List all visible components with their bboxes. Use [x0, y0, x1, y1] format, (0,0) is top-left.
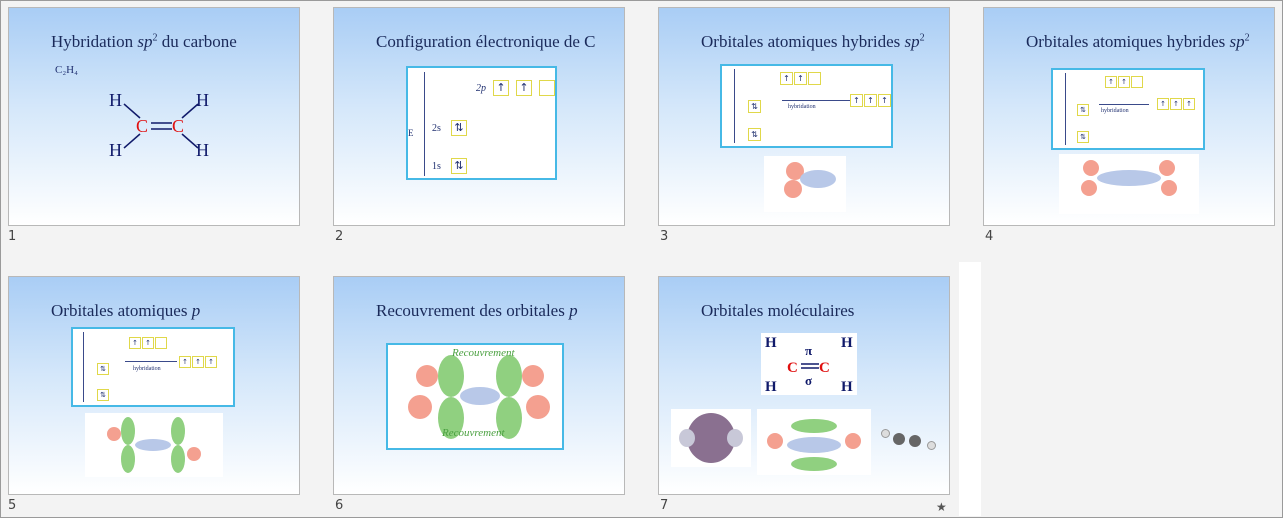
slide-number: 6	[335, 498, 344, 513]
overlap-diagram: Recouvrement Recouvrement	[386, 343, 564, 450]
atom-c: C	[136, 116, 148, 136]
slide-thumbnail-2[interactable]: Configuration électronique de C E 2p ↑↑ …	[333, 7, 625, 226]
slide-number: 3	[660, 229, 669, 244]
insertion-area	[959, 262, 981, 516]
orbital-image	[757, 409, 871, 475]
hybridation-label: hybridation	[1101, 108, 1129, 114]
slide-title: Orbitales atomiques hybrides sp2	[1026, 32, 1250, 51]
atom-h: H	[765, 379, 777, 395]
hybridation-label: hybridation	[133, 366, 161, 372]
energy-label: E	[408, 128, 414, 138]
level-2p: 2p	[476, 83, 486, 94]
electron-density-image	[671, 409, 751, 467]
slide-title: Orbitales atomiques p	[51, 301, 201, 320]
energy-diagram: E 2p ↑↑ 2s ⇅ 1s ⇅	[406, 66, 557, 180]
atom-h: H	[196, 90, 209, 110]
slide-title: Hybridation sp2 du carbone	[51, 32, 237, 51]
atom-c: C	[787, 360, 798, 376]
atom-h: H	[196, 140, 209, 160]
slide-title: Configuration électronique de C	[376, 32, 596, 51]
slide-number: 2	[335, 229, 344, 244]
atom-c: C	[819, 360, 830, 376]
sigma-pi-structure: H H H H C C π σ	[761, 333, 857, 395]
hybridization-diagram: ↑↑ ⇅ hybridation ↑↑↑ ⇅	[1051, 68, 1205, 150]
orbital-image	[1059, 154, 1199, 214]
animation-star-icon[interactable]: ★	[936, 500, 947, 514]
hybridation-label: hybridation	[788, 104, 816, 110]
level-1s: 1s	[432, 161, 441, 172]
sigma-label: σ	[805, 373, 812, 388]
slide-thumbnail-5[interactable]: Orbitales atomiques p ↑↑ ⇅ hybridation ↑…	[8, 276, 300, 495]
slide-title: Recouvrement des orbitales p	[376, 301, 578, 320]
slide-thumbnail-7[interactable]: Orbitales moléculaires H H H H C C π σ	[658, 276, 950, 495]
overlap-label: Recouvrement	[442, 427, 505, 439]
atom-h: H	[841, 335, 853, 351]
slide-number: 5	[8, 498, 17, 513]
ethylene-structure: H H H H C C	[109, 90, 209, 160]
overlap-label: Recouvrement	[452, 347, 515, 359]
orbital-image	[85, 413, 223, 477]
slide-thumbnail-6[interactable]: Recouvrement des orbitales p Recouvremen…	[333, 276, 625, 495]
orbital-image	[764, 156, 846, 212]
slide-number: 4	[985, 229, 994, 244]
hybridization-diagram: ↑↑ ⇅ hybridation ↑↑↑ ⇅	[71, 327, 235, 407]
slide-thumbnail-1[interactable]: Hybridation sp2 du carbone C₂H₄ H H H H …	[8, 7, 300, 226]
slide-thumbnail-4[interactable]: Orbitales atomiques hybrides sp2 ↑↑ ⇅ hy…	[983, 7, 1275, 226]
slide-thumbnail-3[interactable]: Orbitales atomiques hybrides sp2 ↑↑ ⇅ hy…	[658, 7, 950, 226]
formula-label: C₂H₄	[55, 64, 78, 76]
atom-h: H	[841, 379, 853, 395]
atom-h: H	[765, 335, 777, 351]
atom-c: C	[172, 116, 184, 136]
ball-stick-model	[877, 427, 939, 453]
level-2s: 2s	[432, 123, 441, 134]
slide-number: 7	[660, 498, 669, 513]
hybridization-diagram: ↑↑ ⇅ hybridation ↑↑↑ ⇅	[720, 64, 893, 148]
pi-label: π	[805, 343, 812, 358]
slide-number: 1	[8, 229, 17, 244]
slide-title: Orbitales moléculaires	[701, 301, 855, 320]
slide-title: Orbitales atomiques hybrides sp2	[701, 32, 925, 51]
atom-h: H	[109, 140, 122, 160]
atom-h: H	[109, 90, 122, 110]
